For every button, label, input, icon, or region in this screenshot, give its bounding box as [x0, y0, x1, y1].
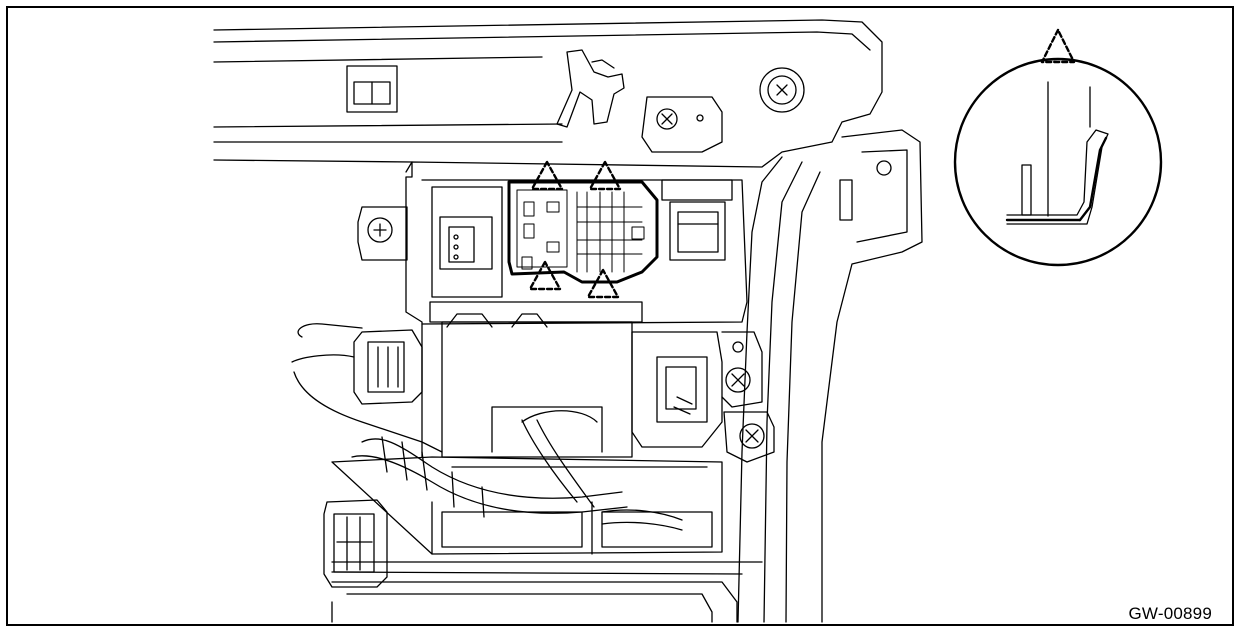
bottom-housing	[331, 456, 763, 623]
relay-housing	[357, 161, 748, 458]
figure-code: GW-00899	[1128, 604, 1212, 623]
mechanical-illustration	[213, 19, 1163, 623]
target-module	[507, 180, 659, 284]
callout-triangle-3	[528, 260, 562, 291]
lower-left-connector	[323, 499, 388, 588]
wire-harness	[351, 419, 683, 531]
illustration-frame	[6, 6, 1234, 626]
upper-panel	[213, 19, 883, 173]
right-pillar	[737, 129, 923, 623]
target-module-detail	[516, 189, 645, 273]
callout-triangle-1	[530, 160, 564, 191]
callout-markers	[528, 160, 622, 299]
left-connector	[291, 323, 443, 453]
callout-triangle-2	[588, 160, 622, 191]
lower-module	[429, 301, 775, 463]
callout-triangle-4	[586, 268, 620, 299]
detail-callout-triangle	[1040, 28, 1076, 64]
detail-inset	[953, 28, 1163, 267]
